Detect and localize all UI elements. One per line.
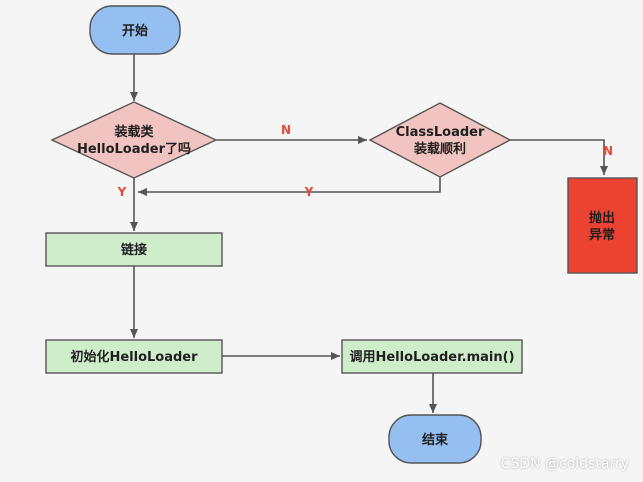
start-label: 开始 [122, 23, 148, 39]
init-label: 初始化HelloLoader [70, 349, 198, 365]
edge-classloader-no-to-exception [510, 139, 608, 175]
decision-is-loaded: 装载类 HelloLoader了吗 [50, 101, 218, 179]
edge-label-loaded-no: N [281, 123, 291, 137]
init-node: 初始化HelloLoader [45, 339, 223, 374]
edge-classloader-yes-back [138, 177, 441, 196]
call-main-node: 调用HelloLoader.main() [341, 339, 523, 374]
watermark: CSDN @coldstarry [500, 456, 629, 472]
exception-line2: 异常 [589, 227, 615, 243]
end-label: 结束 [422, 432, 449, 448]
exception-line1: 抛出 [589, 210, 615, 226]
connectors [130, 54, 608, 413]
start-node: 开始 [89, 5, 181, 55]
decision-is-loaded-line2: HelloLoader了吗 [77, 142, 191, 157]
end-node: 结束 [388, 414, 482, 464]
call-main-label: 调用HelloLoader.main() [349, 350, 514, 365]
edge-label-loaded-yes: Y [117, 185, 127, 199]
edge-label-classloader-no: N [603, 144, 613, 158]
decision-classloader-ok: ClassLoader 装载顺利 [368, 102, 512, 178]
decision-classloader-line2: 装载顺利 [413, 141, 466, 157]
link-node: 链接 [45, 232, 223, 267]
decision-is-loaded-line1: 装载类 [113, 124, 154, 140]
edge-label-classloader-yes: Y [304, 185, 314, 199]
exception-node: 抛出 异常 [567, 177, 638, 274]
decision-classloader-line1: ClassLoader [396, 125, 485, 140]
link-label: 链接 [120, 242, 147, 258]
